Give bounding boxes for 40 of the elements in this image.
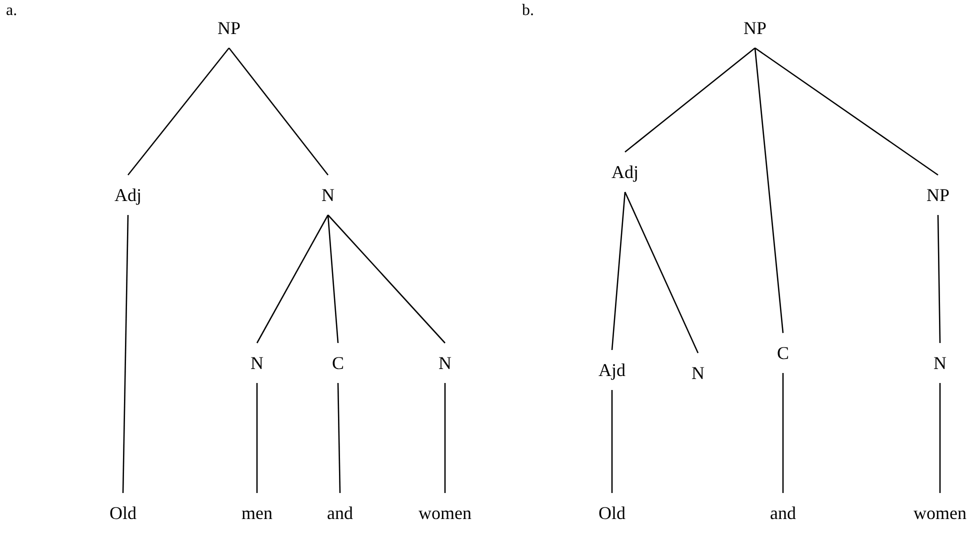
tree-branch-line <box>754 48 784 334</box>
tree-node-label: NP <box>742 8 768 48</box>
tree-node-label: Ajd <box>596 350 628 390</box>
tree-branch-line <box>256 214 329 344</box>
tree-node-label: NP <box>216 8 242 48</box>
tree-branch-line <box>327 214 339 344</box>
tree-branch-line <box>611 390 613 493</box>
tree-branch-line <box>624 192 699 354</box>
tree-node-label: Old <box>108 493 138 533</box>
tree-branch-line <box>444 383 446 493</box>
tree-branch-line <box>624 48 756 152</box>
tree-node-label: N <box>436 343 454 383</box>
tree-node-label: women <box>912 493 968 533</box>
tree-branch-line <box>337 382 341 494</box>
tree-node-label: men <box>240 493 274 533</box>
tree-node-label: N <box>932 343 948 383</box>
tree-node-label: Adj <box>610 152 640 192</box>
tree-node-label: and <box>325 493 355 533</box>
tree-node-label: N <box>690 353 706 393</box>
tree-branch-line <box>782 373 784 493</box>
tree-branch-line <box>228 48 329 176</box>
tree-branch-line <box>122 214 129 494</box>
tree-node-label: Old <box>596 493 628 533</box>
tree-branch-line <box>937 214 941 344</box>
tree-node-label: NP <box>924 175 952 215</box>
tree-branch-line <box>754 47 938 176</box>
tree-branch-line <box>611 192 626 350</box>
tree-node-label: Adj <box>112 175 144 215</box>
tree-branch-line <box>939 383 941 493</box>
tree-node-label: N <box>320 175 336 215</box>
tree-node-label: women <box>416 493 474 533</box>
tree-branch-line <box>128 48 230 176</box>
tree-node-label: and <box>768 493 798 533</box>
tree-branch-line <box>328 214 446 344</box>
panel-label: a. <box>6 2 18 20</box>
tree-node-label: C <box>775 333 791 373</box>
tree-node-label: N <box>248 343 266 383</box>
tree-node-label: C <box>330 343 346 383</box>
tree-branch-line <box>256 383 258 493</box>
panel-label: b. <box>522 2 534 20</box>
